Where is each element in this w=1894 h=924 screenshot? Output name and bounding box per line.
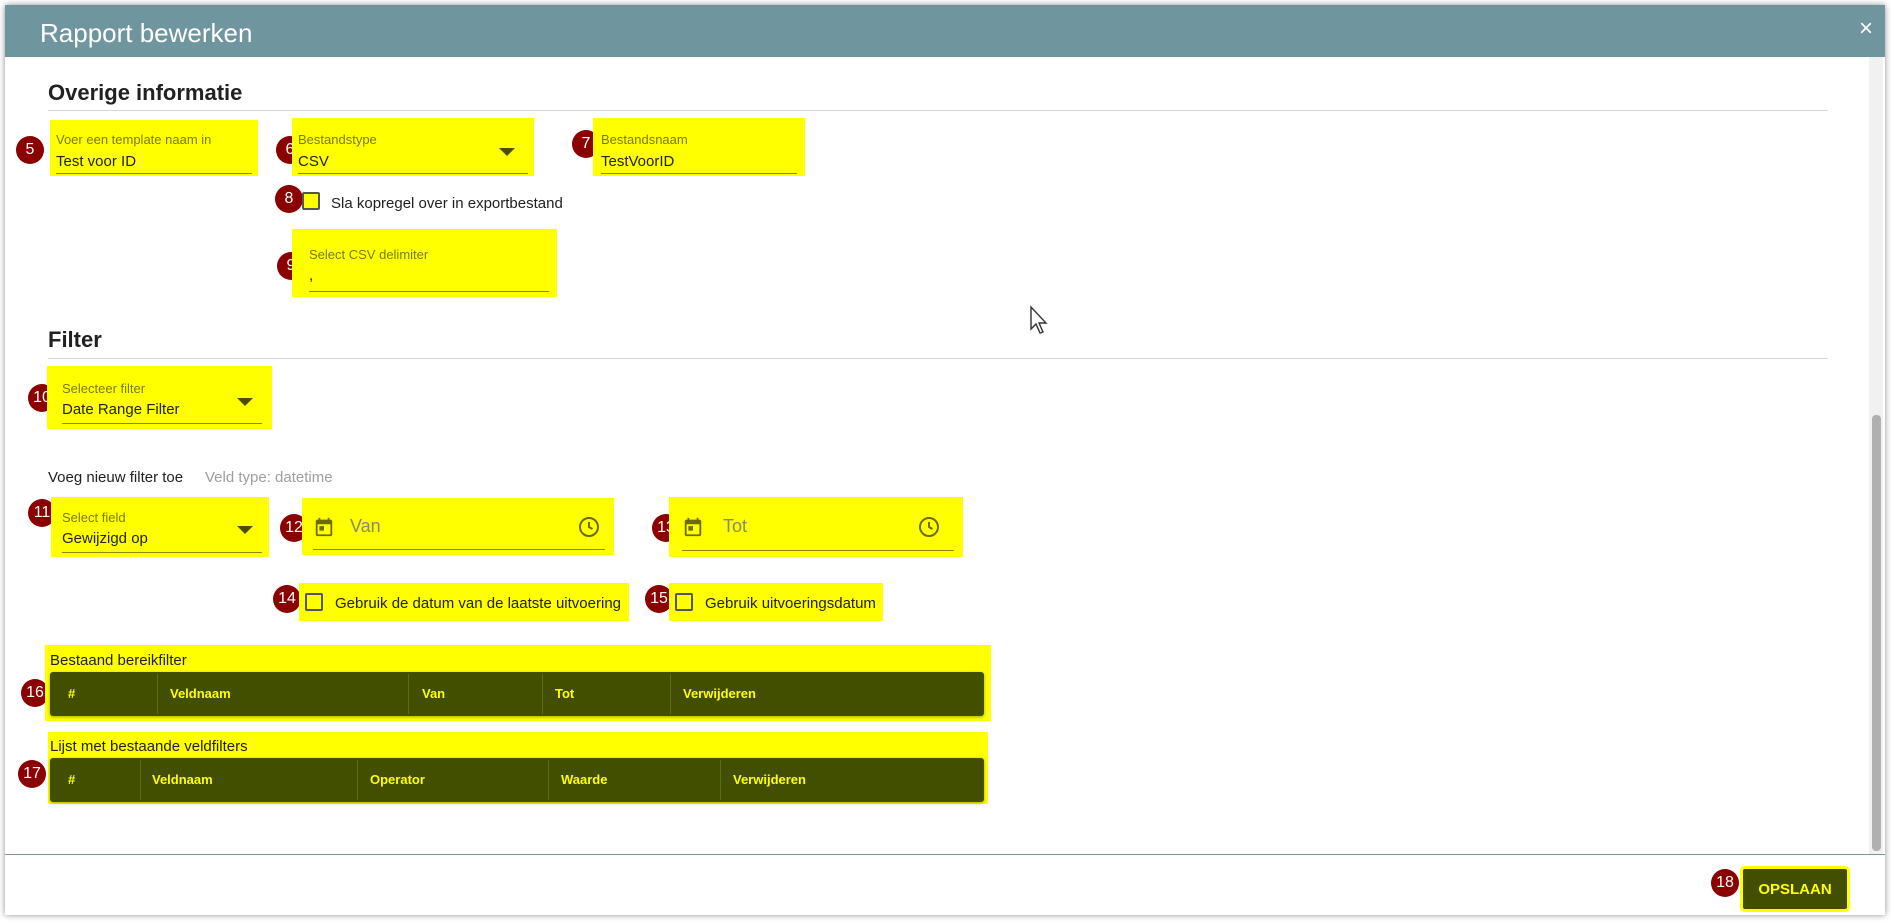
close-icon[interactable]: × xyxy=(1858,15,1873,42)
field-col-delete[interactable]: Verwijderen xyxy=(733,772,806,787)
use-last-run-option[interactable]: Gebruik de datum van de laatste uitvoeri… xyxy=(299,583,629,621)
field-filter-section: Lijst met bestaande veldfilters # Veldna… xyxy=(48,732,988,804)
clock-icon[interactable] xyxy=(577,515,601,539)
field-col-fieldname[interactable]: Veldnaam xyxy=(152,772,213,787)
file-type-label: Bestandstype xyxy=(298,132,377,147)
tot-placeholder: Tot xyxy=(723,516,748,536)
select-field-value: Gewijzigd op xyxy=(62,530,148,547)
csv-delimiter-label: Select CSV delimiter xyxy=(309,247,429,262)
footer-divider xyxy=(5,854,1885,855)
chevron-down-icon[interactable] xyxy=(237,526,253,534)
annotation-badge-17: 17 xyxy=(18,760,46,788)
file-name-field[interactable]: Bestandsnaam TestVoorID xyxy=(593,118,805,176)
use-last-run-checkbox[interactable] xyxy=(305,593,323,611)
annotation-badge-16: 16 xyxy=(21,679,49,707)
field-col-index[interactable]: # xyxy=(68,772,76,787)
range-filter-section: Bestaand bereikfilter # Veldnaam Van Tot… xyxy=(45,645,991,721)
range-filter-table-header: # Veldnaam Van Tot Verwijderen xyxy=(50,672,984,716)
file-name-input[interactable]: TestVoorID xyxy=(601,153,675,170)
report-edit-dialog: Rapport bewerken × Overige informatie 5 … xyxy=(5,5,1885,915)
chevron-down-icon[interactable] xyxy=(499,148,515,156)
van-datetime-field[interactable]: Van xyxy=(302,498,614,555)
select-filter-value: Date Range Filter xyxy=(62,401,180,418)
section-title-filter: Filter xyxy=(48,327,102,352)
annotation-badge-14: 14 xyxy=(273,585,301,613)
range-col-to[interactable]: Tot xyxy=(555,686,575,701)
file-type-select[interactable]: Bestandstype CSV xyxy=(292,118,534,176)
field-col-operator[interactable]: Operator xyxy=(370,772,425,787)
range-col-index[interactable]: # xyxy=(68,686,76,701)
annotation-badge-18: 18 xyxy=(1711,869,1739,897)
annotation-badge-5: 5 xyxy=(16,136,44,164)
range-filter-caption: Bestaand bereikfilter xyxy=(50,652,187,669)
csv-delimiter-input[interactable]: , xyxy=(309,267,314,284)
select-filter-label: Selecteer filter xyxy=(62,381,146,396)
range-col-delete[interactable]: Verwijderen xyxy=(683,686,756,701)
use-run-date-option[interactable]: Gebruik uitvoeringsdatum xyxy=(669,583,883,621)
calendar-icon[interactable] xyxy=(313,516,335,538)
skip-header-checkbox[interactable] xyxy=(302,192,320,210)
chevron-down-icon[interactable] xyxy=(237,398,253,406)
section-title-overige: Overige informatie xyxy=(48,80,243,105)
template-name-input[interactable]: Test voor ID xyxy=(56,153,137,170)
select-field-label: Select field xyxy=(62,510,126,525)
file-type-value: CSV xyxy=(298,153,329,170)
calendar-icon[interactable] xyxy=(682,516,704,538)
tot-datetime-field[interactable]: Tot xyxy=(669,497,963,557)
field-filter-caption: Lijst met bestaande veldfilters xyxy=(50,738,248,755)
range-col-fieldname[interactable]: Veldnaam xyxy=(170,686,231,701)
file-name-label: Bestandsnaam xyxy=(601,132,688,147)
template-name-field[interactable]: Voer een template naam in Test voor ID xyxy=(50,120,258,176)
scrollbar-thumb[interactable] xyxy=(1872,415,1881,851)
add-new-filter-label: Voeg nieuw filter toe xyxy=(48,469,184,486)
dialog-title: Rapport bewerken xyxy=(40,18,253,48)
skip-header-label: Sla kopregel over in exportbestand xyxy=(331,195,563,212)
annotation-badge-8: 8 xyxy=(275,185,303,213)
csv-delimiter-field[interactable]: Select CSV delimiter , xyxy=(292,229,557,297)
dialog-titlebar: Rapport bewerken × xyxy=(5,5,1885,57)
save-button[interactable]: OPSLAAN xyxy=(1743,869,1847,909)
range-col-from[interactable]: Van xyxy=(422,686,446,701)
select-filter-dropdown[interactable]: Selecteer filter Date Range Filter xyxy=(47,366,272,429)
use-run-date-label: Gebruik uitvoeringsdatum xyxy=(705,595,876,612)
section-divider xyxy=(48,110,1828,111)
mouse-cursor-icon xyxy=(1030,305,1048,334)
field-col-value[interactable]: Waarde xyxy=(561,772,608,787)
field-type-label: Veld type: datetime xyxy=(205,469,333,486)
use-last-run-label: Gebruik de datum van de laatste uitvoeri… xyxy=(335,595,622,612)
annotation-badge-15: 15 xyxy=(645,585,673,613)
use-run-date-checkbox[interactable] xyxy=(675,593,693,611)
van-placeholder: Van xyxy=(350,516,381,536)
section-divider xyxy=(48,358,1828,359)
clock-icon[interactable] xyxy=(917,515,941,539)
select-field-dropdown[interactable]: Select field Gewijzigd op xyxy=(51,497,269,557)
field-filter-table-header: # Veldnaam Operator Waarde Verwijderen xyxy=(50,758,984,802)
template-name-label: Voer een template naam in xyxy=(56,132,212,147)
